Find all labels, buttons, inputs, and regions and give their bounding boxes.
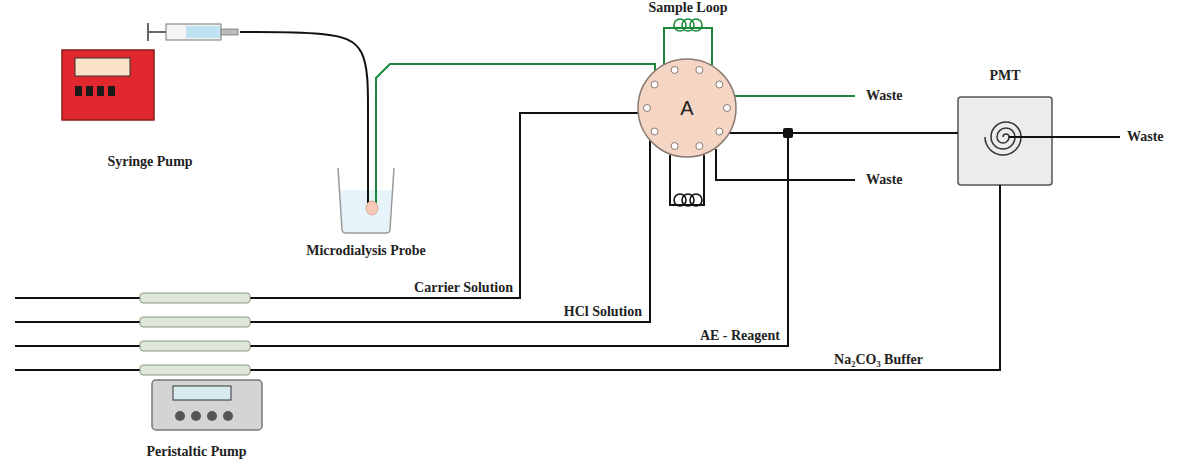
pump-button [175, 411, 185, 421]
syringe-pump: Syringe Pump [60, 14, 240, 122]
solution-label: HCl Solution [562, 304, 644, 320]
device-label: Syringe Pump [107, 154, 192, 170]
flow-cell-spiral [985, 122, 1021, 155]
valve-disc [638, 59, 736, 157]
pump-buttons [175, 411, 233, 421]
solution-label: Na₂CO₃ Buffer [832, 352, 925, 368]
internal-loop-line [670, 155, 704, 205]
waste-line [716, 149, 855, 180]
syringe-pump-button [108, 86, 115, 96]
pump-tube [140, 293, 250, 303]
syringe-pump-button [75, 86, 82, 96]
device-label: Microdialysis Probe [306, 243, 426, 259]
pmt-housing [958, 97, 1052, 185]
waste-label: Waste [1127, 129, 1164, 145]
waste-label: Waste [866, 172, 903, 188]
solution-label: Carrier Solution [412, 280, 515, 296]
syringe-pump-display [75, 58, 130, 76]
syringe-pump-button [86, 86, 93, 96]
syringe-pump-body [62, 50, 154, 120]
syringe-barrel [166, 24, 221, 40]
valve-letter: A [680, 97, 693, 119]
syringe-pump-buttons [75, 86, 115, 96]
pump-tube [140, 365, 250, 375]
waste-line [735, 95, 855, 97]
carrier-line [255, 113, 638, 298]
sample-loop-coil [674, 19, 702, 31]
tubing [15, 298, 255, 370]
internal-loop-coil [674, 194, 702, 206]
device-label: PMT [989, 68, 1020, 84]
waste-label: Waste [866, 88, 903, 104]
beaker-liquid [340, 190, 392, 232]
pump-tubes [140, 293, 250, 375]
syringe-pump-button [97, 86, 104, 96]
pump-button [207, 411, 217, 421]
pump-tube [140, 317, 250, 327]
beaker [338, 168, 394, 233]
device-label: Peristaltic Pump [147, 444, 247, 460]
probe-inlet [367, 165, 369, 203]
coil-turn [690, 194, 702, 206]
waste-line [1009, 136, 1120, 138]
pump-display [173, 386, 231, 400]
coil-turn [690, 19, 702, 31]
pump-tube [140, 341, 250, 351]
injection-valve: A [637, 58, 737, 158]
buffer-line [255, 185, 1000, 370]
mixing-tee [783, 128, 793, 138]
acid-line [255, 140, 650, 322]
pmt-detector: PMT [958, 97, 1052, 185]
peristaltic-pump: Peristaltic Pump [138, 288, 255, 433]
syringe-liquid [186, 26, 220, 38]
pump-button [223, 411, 233, 421]
probe-membrane [366, 201, 378, 215]
reagent-line [255, 133, 958, 346]
plunger-rod [148, 31, 168, 33]
tubing-line [240, 32, 368, 165]
dialysate-line [376, 64, 655, 165]
pump-button [191, 411, 201, 421]
solution-label: AE - Reagent [698, 328, 782, 344]
probe-outlet [375, 165, 377, 203]
pump-body [152, 380, 262, 430]
syringe-tip [221, 29, 238, 35]
microdialysis-probe: Microdialysis Probe [336, 165, 396, 235]
loop-label: Sample Loop [649, 0, 728, 16]
